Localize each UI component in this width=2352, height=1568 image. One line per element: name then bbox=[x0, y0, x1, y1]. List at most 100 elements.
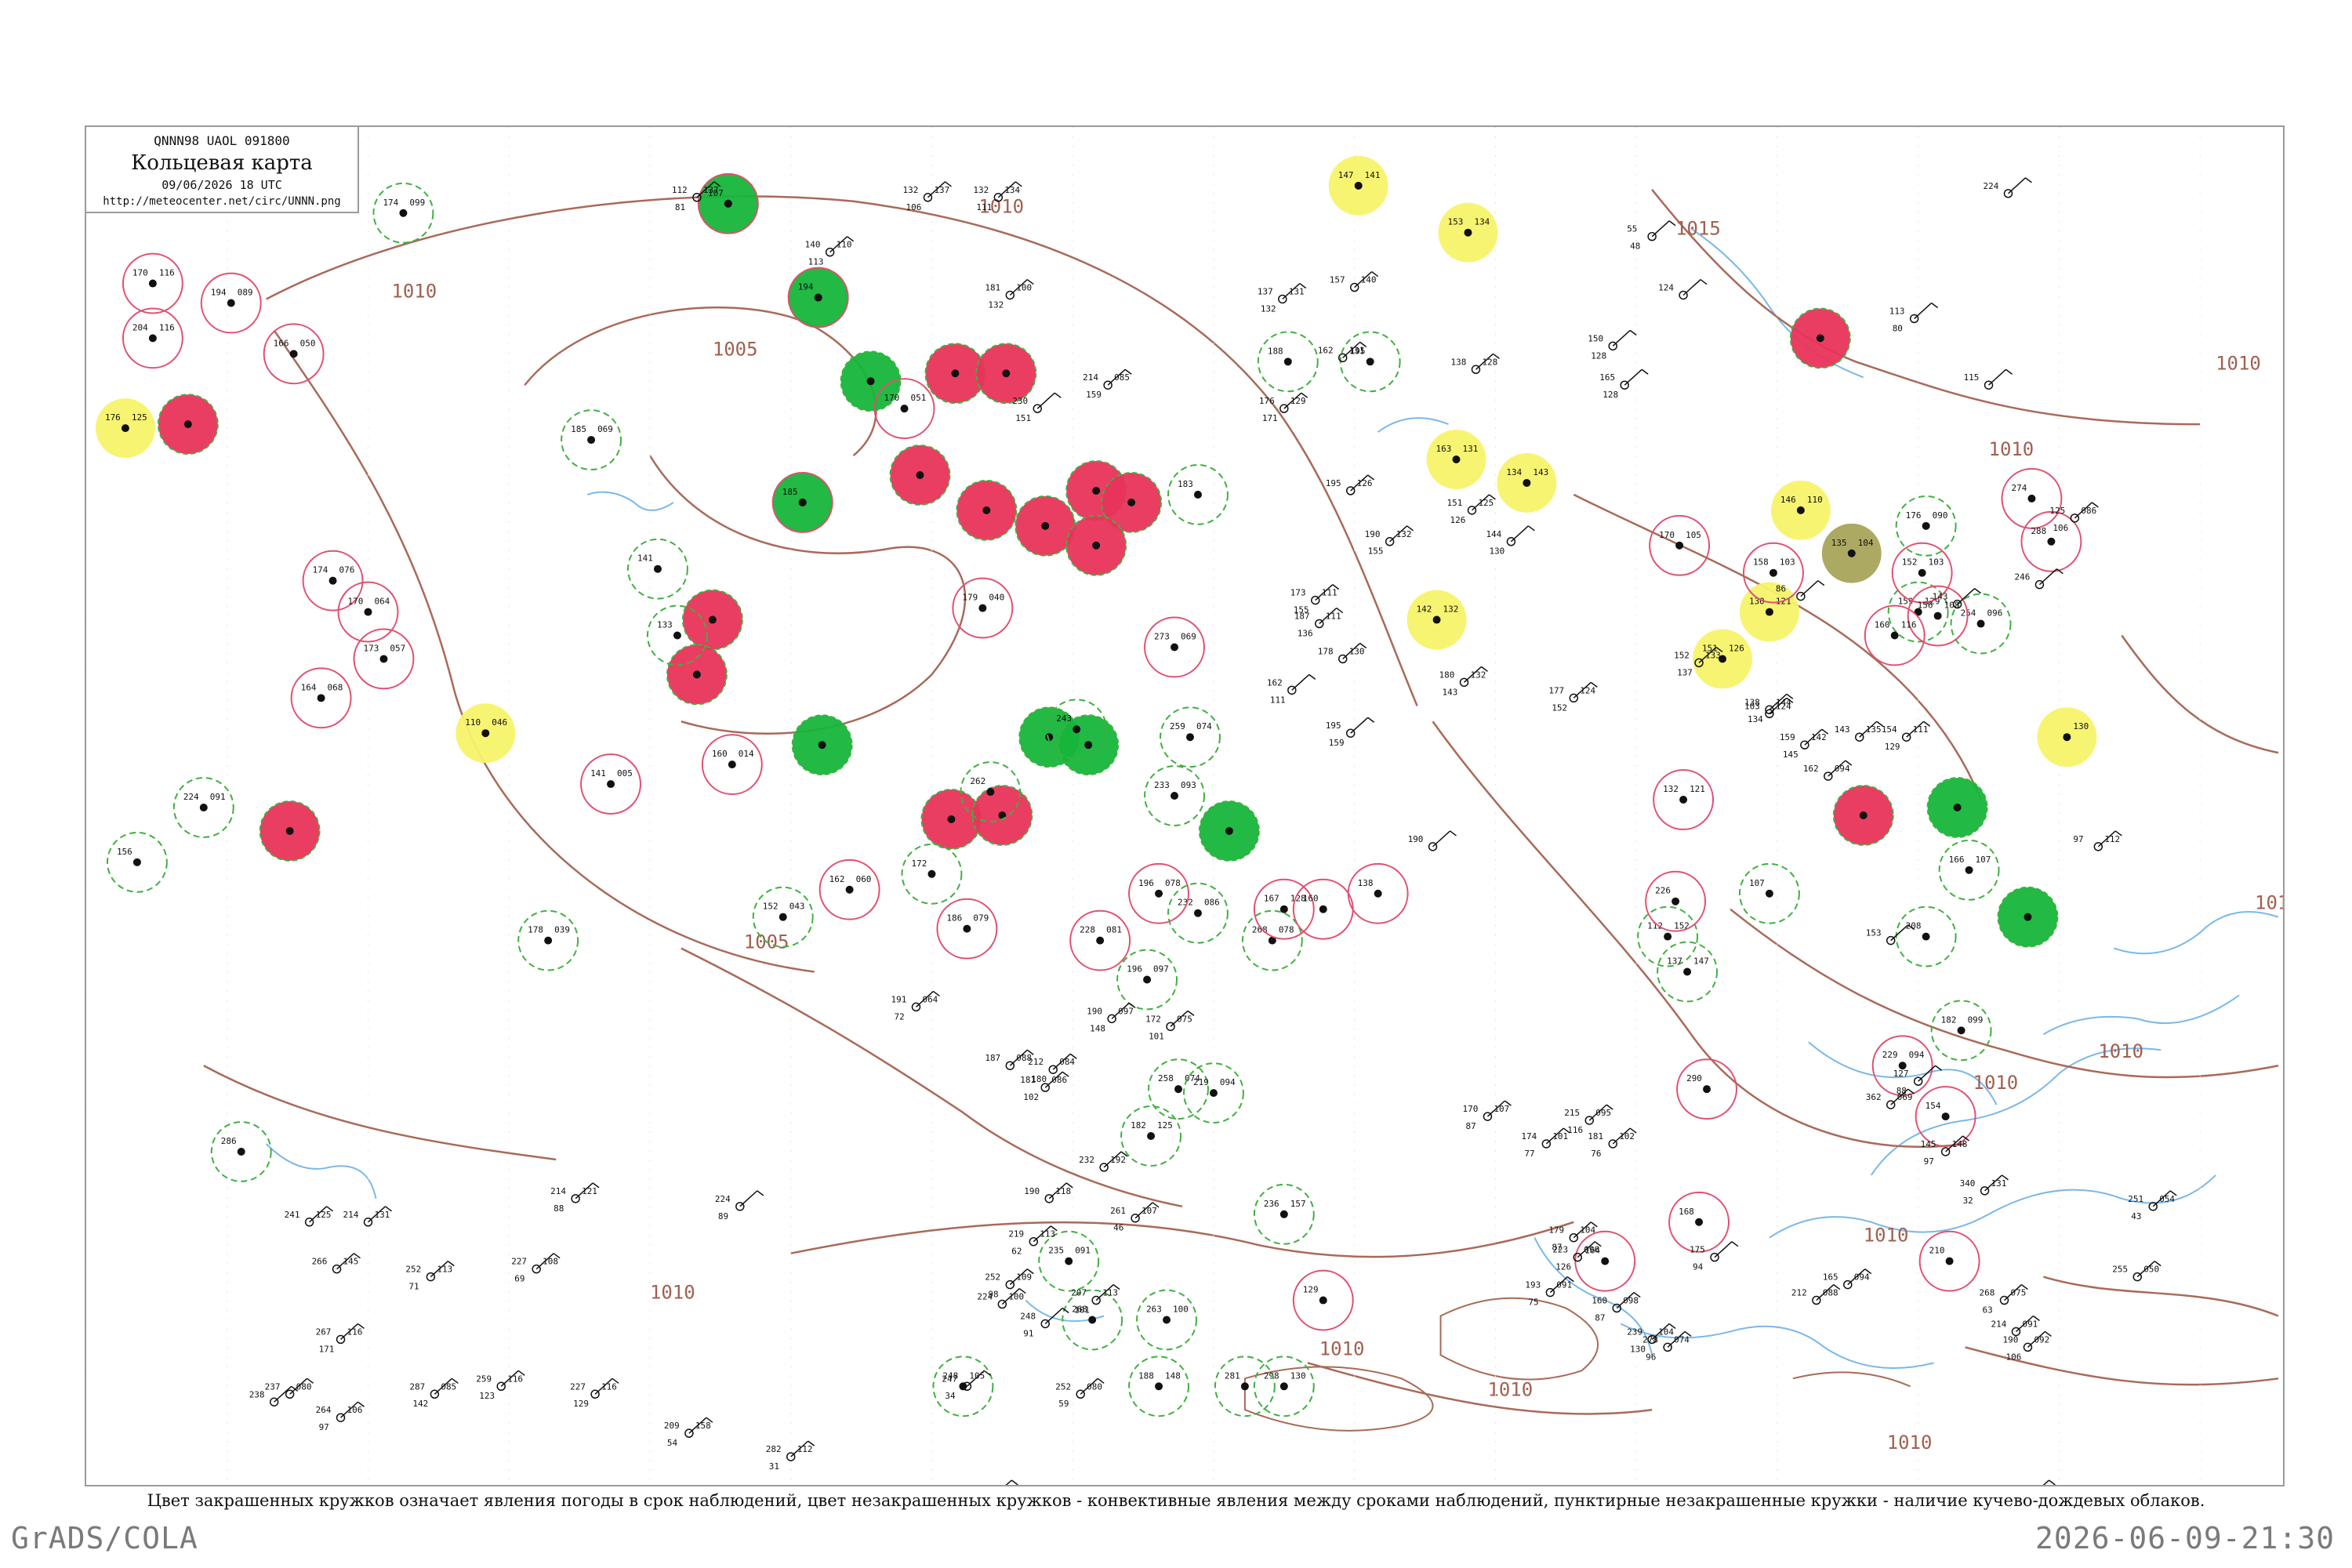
wind-barb bbox=[1134, 1202, 1153, 1219]
wind-barb-tick bbox=[1367, 717, 1375, 723]
station-temp: 214 bbox=[1083, 372, 1098, 383]
station-dewpoint: 76 bbox=[1591, 1149, 1601, 1159]
station-temp: 172 bbox=[911, 858, 927, 869]
source-url[interactable]: http://meteocenter.net/circ/UNNN.png bbox=[103, 195, 341, 208]
wind-barb bbox=[915, 990, 934, 1007]
station-temp: 258 bbox=[1158, 1073, 1174, 1083]
station-marker bbox=[590, 1389, 600, 1399]
station-dot bbox=[900, 405, 909, 413]
station-dot bbox=[587, 436, 596, 445]
station-temp: 196 bbox=[1138, 878, 1154, 888]
station-dot bbox=[1679, 796, 1688, 804]
station-pressure: 137 bbox=[703, 185, 719, 195]
station-marker bbox=[1541, 1139, 1552, 1149]
station-marker bbox=[1940, 1147, 1951, 1156]
station-pressure: 113 bbox=[1040, 1229, 1055, 1240]
station-circle bbox=[1292, 1269, 1354, 1331]
station-temp: 172 bbox=[1145, 1014, 1161, 1024]
station-pressure: 131 bbox=[1462, 444, 1478, 454]
station-circle bbox=[1637, 906, 1699, 967]
station-temp: 141 bbox=[637, 554, 653, 564]
station-pressure: 124 bbox=[1580, 685, 1595, 695]
station-temp: 190 bbox=[1365, 529, 1381, 539]
station-dot bbox=[1796, 506, 1805, 514]
station-dot bbox=[1374, 889, 1382, 898]
station-dewpoint: 130 bbox=[1489, 546, 1504, 557]
station-dot bbox=[1922, 521, 1930, 530]
station-temp: 162 bbox=[1267, 677, 1283, 688]
station-temp: 135 bbox=[1831, 538, 1847, 548]
wind-barb-tick bbox=[2091, 502, 2099, 508]
station-dewpoint: 75 bbox=[1528, 1298, 1538, 1308]
station-temp: 190 bbox=[1408, 834, 1424, 844]
station-dewpoint: 129 bbox=[1885, 742, 1900, 752]
station-temp: 209 bbox=[664, 1421, 680, 1431]
station-dot bbox=[951, 369, 960, 378]
station-pressure: 121 bbox=[582, 1186, 597, 1196]
station-temp: 252 bbox=[405, 1265, 421, 1275]
station-temp: 254 bbox=[1961, 608, 1976, 619]
wind-barb bbox=[594, 1377, 613, 1395]
wind-barb-tick bbox=[1817, 580, 1825, 586]
station-circle bbox=[372, 182, 434, 244]
station-marker bbox=[1843, 1279, 1853, 1290]
station-temp: 219 bbox=[1193, 1077, 1209, 1087]
station-marker bbox=[1459, 677, 1469, 688]
station-dot bbox=[1945, 1257, 1954, 1265]
station-marker bbox=[1315, 619, 1324, 629]
station-temp: 160 bbox=[1303, 894, 1319, 904]
station-pressure: 110 bbox=[1807, 495, 1823, 505]
station-temp: 165 bbox=[1823, 1272, 1838, 1283]
wind-barb bbox=[1573, 1221, 1592, 1239]
river bbox=[586, 491, 674, 511]
station-temp: 288 bbox=[2031, 526, 2046, 536]
station-temp: 190 bbox=[1087, 1006, 1102, 1016]
station-circle bbox=[1347, 862, 1409, 924]
station-dot bbox=[1163, 1316, 1171, 1324]
station-temp: 176 bbox=[105, 412, 121, 423]
station-dot bbox=[1354, 181, 1363, 190]
station-dewpoint: 142 bbox=[412, 1399, 428, 1409]
wind-barb-tick bbox=[1606, 1104, 1613, 1110]
wind-barb-tick bbox=[1786, 697, 1794, 703]
station-pressure: 040 bbox=[989, 593, 1004, 603]
station-pressure: 109 bbox=[1016, 1272, 1032, 1283]
wind-barb-tick bbox=[1907, 1088, 1915, 1094]
isobar-line bbox=[266, 195, 1418, 706]
station-marker bbox=[1545, 1287, 1555, 1298]
station-temp: 227 bbox=[511, 1257, 527, 1267]
station-pressure: 133 bbox=[1705, 650, 1721, 660]
wind-barb-tick bbox=[1050, 1225, 1058, 1232]
station-temp: 162 bbox=[829, 874, 845, 884]
station-pressure: 090 bbox=[1933, 510, 1948, 521]
wind-barb-tick bbox=[1786, 693, 1794, 699]
station-temp: 273 bbox=[1154, 631, 1170, 641]
station-dot bbox=[2063, 733, 2071, 742]
station-circle bbox=[1649, 514, 1711, 576]
station-pressure: 103 bbox=[1780, 557, 1795, 568]
station-marker bbox=[1103, 380, 1112, 390]
station-dewpoint: 88 bbox=[1896, 1086, 1907, 1096]
station-marker bbox=[336, 1334, 346, 1345]
station-circle bbox=[1742, 542, 1804, 604]
wind-barb-tick bbox=[1563, 1127, 1570, 1134]
wind-barb bbox=[1103, 1151, 1122, 1168]
station-pressure: 192 bbox=[1110, 1155, 1126, 1165]
station-marker bbox=[1608, 341, 1617, 351]
station-temp: 281 bbox=[1225, 1370, 1240, 1381]
wind-barb bbox=[1471, 494, 1490, 511]
station-circle bbox=[1574, 1230, 1636, 1292]
station-circle bbox=[1668, 1191, 1730, 1253]
wind-barb-tick bbox=[1018, 1287, 1026, 1294]
station-marker bbox=[1647, 1334, 1657, 1345]
station-temp: 158 bbox=[1753, 557, 1769, 568]
station-dot bbox=[1088, 1316, 1097, 1324]
wind-barb bbox=[1698, 646, 1717, 663]
wind-barb bbox=[1682, 278, 1701, 296]
station-temp: 224 bbox=[183, 792, 199, 802]
isobar-line bbox=[2121, 634, 2279, 754]
station-pressure: 091 bbox=[2022, 1319, 2038, 1329]
isobar-line bbox=[1432, 720, 1965, 1149]
station-marker bbox=[1913, 1076, 1923, 1086]
station-temp: 152 bbox=[1674, 650, 1690, 660]
